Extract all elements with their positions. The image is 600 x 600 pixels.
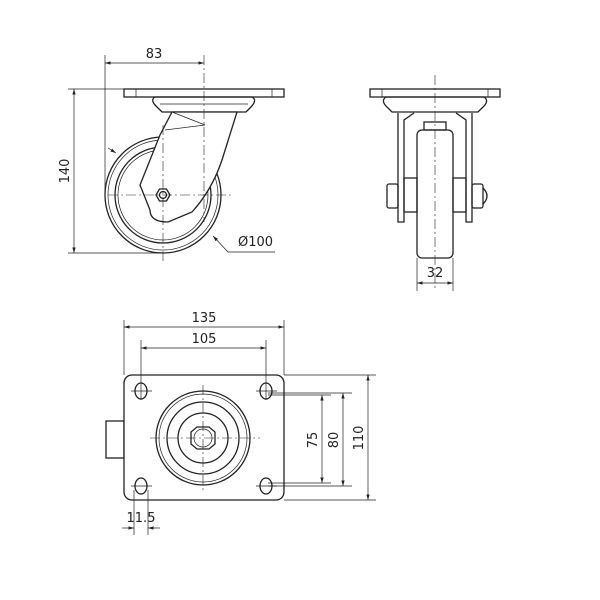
dim-11-5: 11.5 bbox=[127, 511, 156, 526]
top-plate bbox=[123, 374, 285, 501]
dim-83: 83 bbox=[146, 47, 163, 62]
dim-75: 75 bbox=[306, 432, 321, 449]
mounting-holes bbox=[131, 380, 277, 495]
kingpin-hex bbox=[190, 426, 216, 450]
dim-105: 105 bbox=[192, 332, 217, 347]
swivel-bearing bbox=[152, 96, 256, 113]
side-tab bbox=[105, 420, 125, 459]
dim-diameter: Ø100 bbox=[238, 235, 273, 250]
dim-32: 32 bbox=[427, 266, 444, 281]
side-view: 83 140 Ø100 bbox=[58, 47, 285, 262]
dim-110: 110 bbox=[352, 426, 367, 451]
fork bbox=[139, 111, 238, 223]
right-nut bbox=[471, 183, 484, 209]
left-nut bbox=[386, 183, 399, 209]
top-view: 135 105 75 80 110 11.5 bbox=[105, 311, 376, 535]
dim-135: 135 bbox=[192, 311, 217, 326]
dim-80: 80 bbox=[327, 432, 342, 449]
dim-140: 140 bbox=[58, 159, 73, 184]
front-view: 32 bbox=[369, 75, 501, 291]
